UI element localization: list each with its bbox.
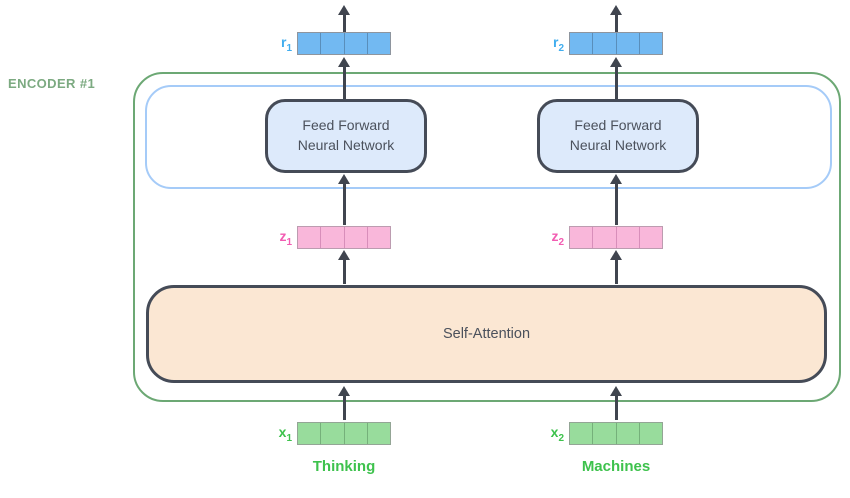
vector-z1: z1 [264,226,391,249]
feed-forward-block-2-line1: Feed Forward [574,117,662,134]
z2-to-ffnn2-arrow-icon [610,174,622,225]
encoder-title: ENCODER #1 [8,76,96,91]
vector-x2-label: x2 [550,423,564,444]
vector-x2: x2 [536,422,663,445]
attention-to-z1-arrow-icon [338,250,350,284]
feed-forward-block-1-line1: Feed Forward [302,117,390,134]
vector-z1-label: z1 [279,227,292,248]
vector-x2-cells [569,422,663,445]
self-attention-block: Self-Attention [146,285,827,383]
vector-r1: r1 [264,32,391,55]
vector-r1-label: r1 [280,33,292,54]
vector-r1-cells [297,32,391,55]
attention-to-z2-arrow-icon [610,250,622,284]
z1-to-ffnn1-arrow-icon [338,174,350,225]
feed-forward-block-1-line2: Neural Network [297,137,395,153]
r1-output-arrow-icon [338,5,350,32]
vector-r2: r2 [536,32,663,55]
token-word-1: Thinking [312,458,376,475]
ffnn2-to-r2-arrow-icon [610,57,622,99]
vector-z2-cells [569,226,663,249]
r2-output-arrow-icon [610,5,622,32]
x1-to-attention-arrow-icon [338,386,350,420]
x2-to-attention-arrow-icon [610,386,622,420]
ffnn1-to-r1-arrow-icon [338,57,350,99]
ffnn-layer-boundary-box [145,85,832,189]
vector-z2: z2 [536,226,663,249]
vector-z1-cells [297,226,391,249]
feed-forward-block-1: Feed Forward Neural Network [265,99,427,173]
self-attention-label: Self-Attention [442,325,531,342]
vector-r2-cells [569,32,663,55]
vector-z2-label: z2 [551,227,564,248]
vector-x1: x1 [264,422,391,445]
vector-r2-label: r2 [552,33,564,54]
token-word-2: Machines [581,458,651,475]
vector-x1-label: x1 [278,423,292,444]
feed-forward-block-2: Feed Forward Neural Network [537,99,699,173]
feed-forward-block-2-line2: Neural Network [569,137,667,153]
vector-x1-cells [297,422,391,445]
